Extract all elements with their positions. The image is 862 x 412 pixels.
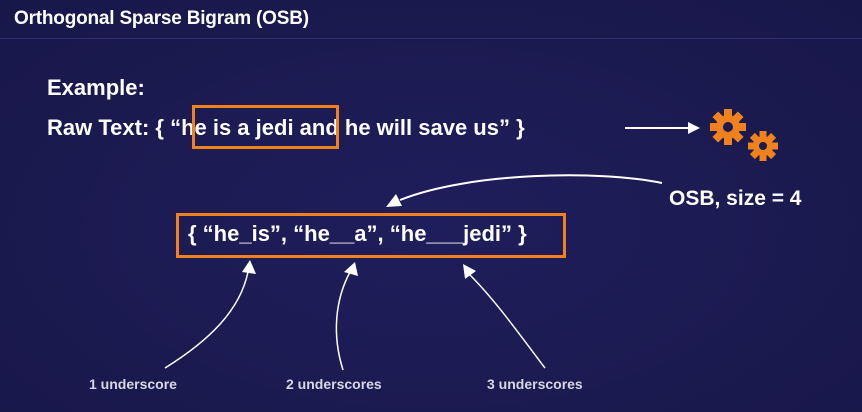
result-text: { “he_is”, “he__a”, “he___jedi” }: [188, 221, 527, 246]
caption-arrow-three-icon: [463, 264, 546, 369]
caption-two-underscores: 2 underscores: [286, 376, 382, 392]
caption-one-underscore: 1 underscore: [89, 376, 177, 392]
example-label: Example:: [47, 75, 145, 100]
result-box: [176, 213, 566, 258]
title-divider: [0, 38, 862, 39]
slide-title: Orthogonal Sparse Bigram (OSB): [14, 8, 309, 29]
raw-text-rest: and he will save us” }: [293, 115, 525, 140]
raw-text-line: Raw Text: { “he is a jedi and he will sa…: [47, 115, 525, 141]
gears-icon: [710, 109, 778, 161]
osb-label: OSB, size = 4: [669, 187, 802, 210]
caption-three-underscores: 3 underscores: [487, 376, 583, 392]
caption-arrow-two-icon: [335, 262, 358, 371]
raw-text-prefix: Raw Text: {: [47, 115, 171, 140]
osb-arrow-icon: [386, 174, 663, 207]
highlight-box: [192, 105, 339, 149]
arrow-right-icon: [625, 122, 700, 134]
caption-arrow-one-icon: [164, 260, 256, 369]
raw-text-highlight: “he is a jedi: [170, 115, 294, 140]
